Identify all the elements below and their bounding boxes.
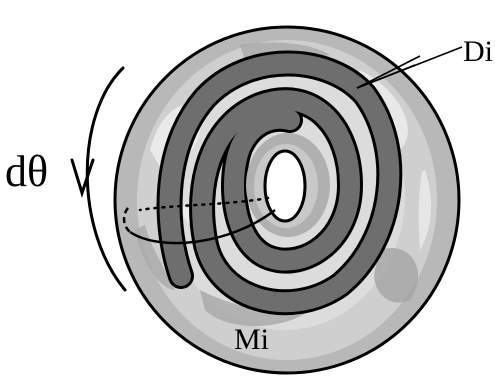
spiral-band (156, 50, 403, 316)
spiral-label: Di (463, 35, 493, 68)
meridian-path (122, 196, 276, 245)
inner-ring (246, 133, 330, 237)
spiral-leader-lines (356, 46, 463, 89)
center-hole (263, 149, 307, 223)
surface-label: Mi (234, 323, 270, 356)
rotation-label: dθ (5, 147, 49, 196)
rotation-arrow (70, 66, 127, 292)
